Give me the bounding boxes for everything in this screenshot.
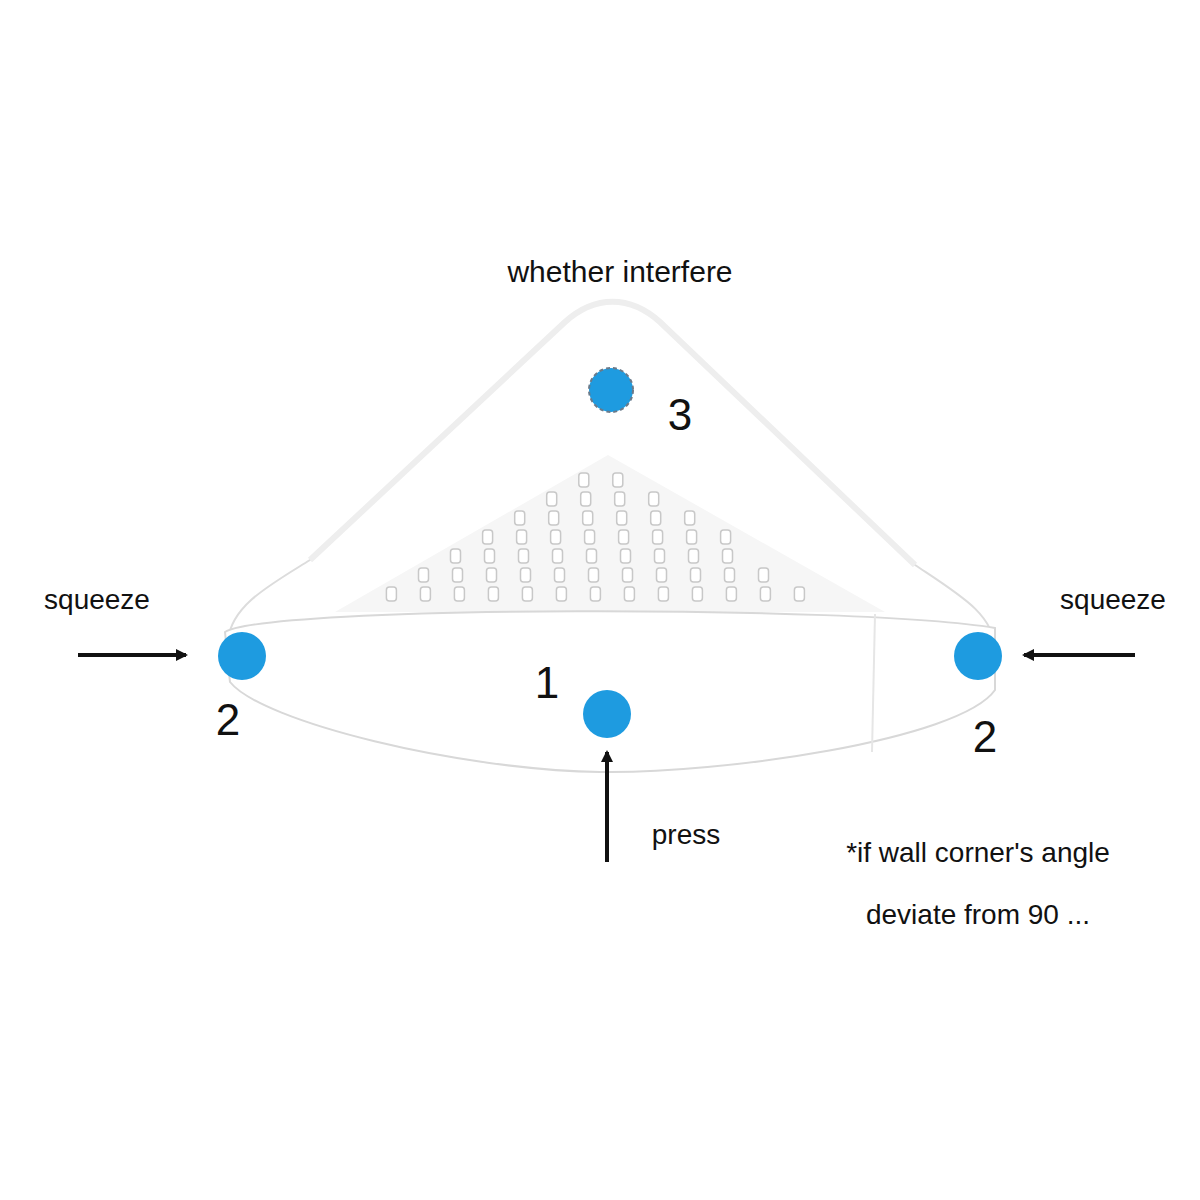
drain-hole <box>685 511 695 525</box>
drain-hole <box>585 530 595 544</box>
drain-hole <box>658 587 668 601</box>
drain-hole <box>485 549 495 563</box>
drain-hole <box>579 473 589 487</box>
action-label: press <box>652 821 720 849</box>
drain-hole <box>522 587 532 601</box>
drain-hole <box>519 549 529 563</box>
drain-hole <box>386 587 396 601</box>
squeeze-arrow <box>78 653 186 657</box>
drain-hole <box>623 568 633 582</box>
drain-hole <box>657 568 667 582</box>
drain-hole <box>483 530 493 544</box>
drain-hole <box>451 549 461 563</box>
drain-hole <box>617 511 627 525</box>
drain-hole <box>420 587 430 601</box>
drain-hole <box>721 530 731 544</box>
callout-number: 2 <box>216 698 240 742</box>
contact-dot <box>589 368 633 412</box>
drain-hole <box>794 587 804 601</box>
callout-number: 3 <box>668 393 692 437</box>
callout-number: 1 <box>535 661 559 705</box>
drain-hole <box>581 492 591 506</box>
drain-hole <box>515 511 525 525</box>
drain-hole <box>556 587 566 601</box>
basket-floor <box>335 455 885 612</box>
drain-hole <box>419 568 429 582</box>
drain-hole <box>587 549 597 563</box>
drain-hole <box>547 492 557 506</box>
drain-hole <box>624 587 634 601</box>
drain-hole <box>517 530 527 544</box>
drain-hole <box>590 587 600 601</box>
drain-hole <box>549 511 559 525</box>
contact-dot <box>954 632 1002 680</box>
basket-front-band <box>225 611 995 772</box>
callout-number: 2 <box>973 715 997 759</box>
drain-hole <box>487 568 497 582</box>
drain-hole <box>723 549 733 563</box>
action-label: squeeze <box>44 586 150 614</box>
drain-hole <box>691 568 701 582</box>
drain-holes <box>386 473 804 601</box>
drain-hole <box>760 587 770 601</box>
contact-dot <box>218 632 266 680</box>
drain-hole <box>687 530 697 544</box>
drain-hole <box>689 549 699 563</box>
drain-hole <box>725 568 735 582</box>
note-text: *if wall corner's angle deviate from 90 … <box>808 822 1148 946</box>
press-arrow <box>605 752 609 862</box>
drain-hole <box>759 568 769 582</box>
drain-hole <box>619 530 629 544</box>
drain-hole <box>649 492 659 506</box>
drain-hole <box>651 511 661 525</box>
drain-hole <box>555 568 565 582</box>
contact-dot <box>583 690 631 738</box>
basket-back-wall <box>228 302 995 650</box>
note-label: whether interfere <box>507 257 732 287</box>
action-label: squeeze <box>1060 586 1166 614</box>
drain-hole <box>692 587 702 601</box>
drain-hole <box>551 530 561 544</box>
drain-hole <box>726 587 736 601</box>
drain-hole <box>454 587 464 601</box>
drain-hole <box>615 492 625 506</box>
drain-hole <box>583 511 593 525</box>
drain-hole <box>621 549 631 563</box>
drain-hole <box>453 568 463 582</box>
drain-hole <box>613 473 623 487</box>
drain-hole <box>521 568 531 582</box>
drain-hole <box>655 549 665 563</box>
drain-hole <box>488 587 498 601</box>
drain-hole <box>653 530 663 544</box>
drain-hole <box>589 568 599 582</box>
drain-hole <box>553 549 563 563</box>
band-seam <box>872 614 875 752</box>
squeeze-arrow <box>1024 653 1135 657</box>
